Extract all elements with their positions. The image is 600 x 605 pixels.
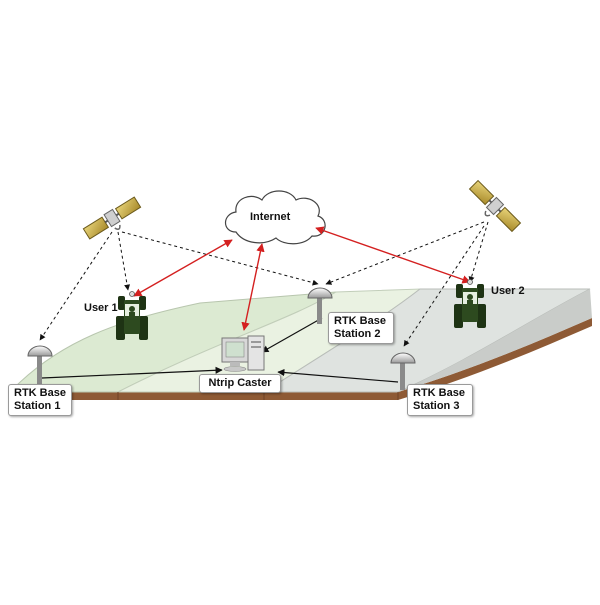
road: [398, 289, 592, 392]
satellite-icon: [468, 179, 522, 233]
user-1-label: User 1: [84, 302, 118, 314]
internet-label: Internet: [250, 211, 291, 223]
satellite-icon: [82, 196, 142, 240]
soil-edge: [10, 318, 592, 400]
ntrip-caster-label: Ntrip Caster: [199, 374, 281, 393]
computer-icon: [221, 335, 265, 372]
tractor-icon: [116, 291, 148, 340]
gnss-antenna-icon: [307, 287, 333, 324]
rtk-base-station-3-label: RTK Base Station 3: [407, 384, 473, 416]
internet-links: [133, 226, 471, 331]
gnss-antenna-icon: [390, 352, 416, 390]
rtk-base-station-2-label: RTK Base Station 2: [328, 312, 394, 344]
tractor-icon: [454, 279, 486, 328]
cloud-icon: [224, 190, 326, 245]
base-links: [41, 317, 399, 383]
user-2-label: User 2: [491, 285, 525, 297]
rtk-base-station-1-label: RTK Base Station 1: [8, 384, 72, 416]
gnss-antenna-icon: [27, 345, 53, 384]
field-right: [262, 288, 591, 393]
